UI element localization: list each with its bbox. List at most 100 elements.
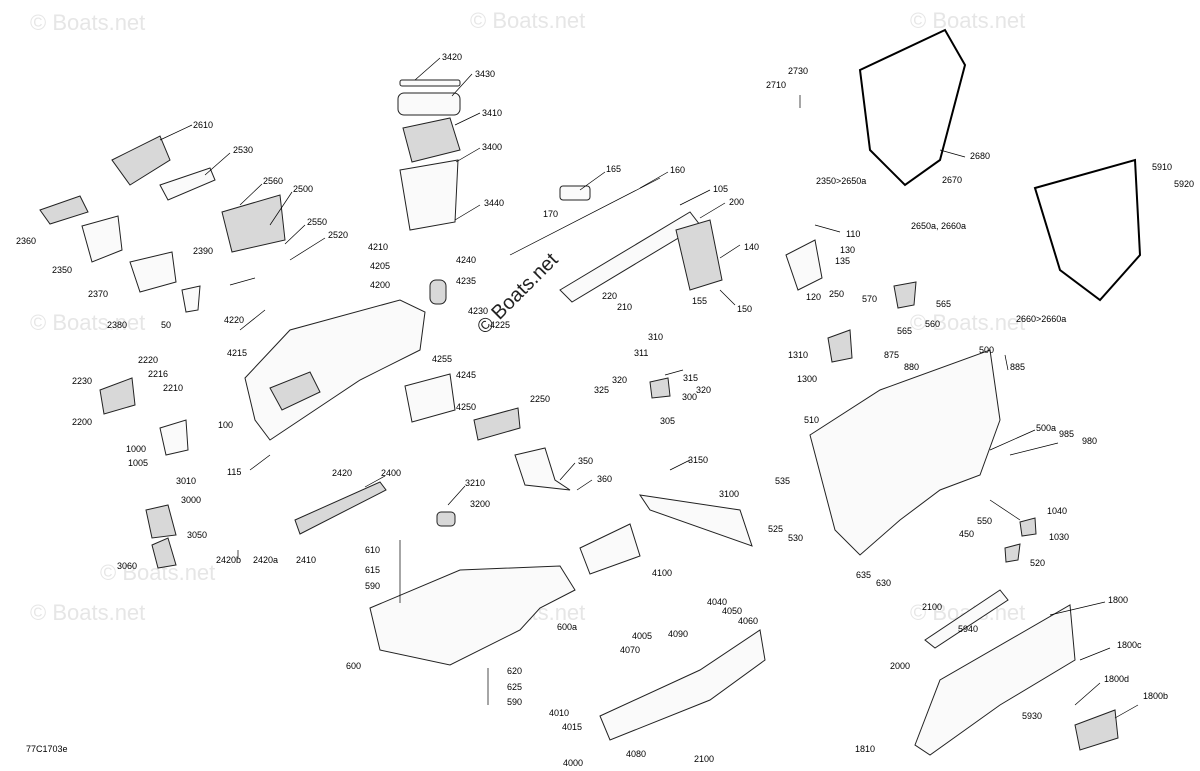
callout-label: 4245 — [456, 370, 476, 380]
callout-label: 3210 — [465, 478, 485, 488]
callout-label: 320 — [612, 375, 627, 385]
callout-label: 590 — [507, 697, 522, 707]
callout-label: 140 — [744, 242, 759, 252]
callout-label: 4215 — [227, 348, 247, 358]
part-1030 — [1019, 517, 1037, 537]
callout-label: 2420a — [253, 555, 278, 565]
callout-label: 100 — [218, 420, 233, 430]
part-1300 — [827, 329, 853, 363]
part-4000 — [599, 629, 766, 741]
part-2350 — [81, 215, 123, 263]
callout-label: 3060 — [117, 561, 137, 571]
part-4245 — [404, 373, 456, 423]
callout-label: 2650a, 2660a — [911, 221, 966, 231]
part-3200 — [436, 511, 456, 527]
callout-label: 2210 — [163, 383, 183, 393]
callout-label: 2380 — [107, 320, 127, 330]
callout-label: 4040 — [707, 597, 727, 607]
callout-label: 3000 — [181, 495, 201, 505]
part-1800 — [914, 604, 1076, 756]
callout-label: 3440 — [484, 198, 504, 208]
callout-label: 310 — [648, 332, 663, 342]
part-1800b — [1074, 709, 1119, 751]
callout-label: 165 — [606, 164, 621, 174]
callout-label: 3010 — [176, 476, 196, 486]
watermark-text: © Boats.net — [910, 8, 1025, 33]
callout-label: 2500 — [293, 184, 313, 194]
part-165 — [559, 185, 591, 201]
callout-label: 4060 — [738, 616, 758, 626]
callout-label: 4205 — [370, 261, 390, 271]
callout-label: 250 — [829, 289, 844, 299]
callout-label: 500a — [1036, 423, 1056, 433]
callout-label: 3050 — [187, 530, 207, 540]
part-1000 — [159, 419, 189, 456]
callout-label: 875 — [884, 350, 899, 360]
callout-label: 2370 — [88, 289, 108, 299]
callout-label: 4000 — [563, 758, 583, 768]
callout-label: 305 — [660, 416, 675, 426]
callout-label: 620 — [507, 666, 522, 676]
callout-label: 525 — [768, 524, 783, 534]
callout-label: 4250 — [456, 402, 476, 412]
callout-label: 1800c — [1117, 640, 1142, 650]
part-4100 — [579, 523, 641, 575]
part-2530 — [159, 167, 216, 201]
callout-label: 2660>2660a — [1016, 314, 1066, 324]
callout-label: 2710 — [766, 80, 786, 90]
part-600 — [369, 565, 576, 666]
callout-label: 5940 — [958, 624, 978, 634]
callout-label: 320 — [696, 385, 711, 395]
callout-label: 2410 — [296, 555, 316, 565]
callout-label: 4005 — [632, 631, 652, 641]
callout-label: 2350>2650a — [816, 176, 866, 186]
callout-label: 155 — [692, 296, 707, 306]
callout-label: 1310 — [788, 350, 808, 360]
callout-label: 4070 — [620, 645, 640, 655]
callout-label: 500 — [979, 345, 994, 355]
callout-label: 635 — [856, 570, 871, 580]
callout-label: 2250 — [530, 394, 550, 404]
callout-label: 565 — [936, 299, 951, 309]
part-2200 — [99, 377, 136, 415]
callout-label: 5930 — [1022, 711, 1042, 721]
callout-label: 3420 — [442, 52, 462, 62]
callout-label: 2670 — [942, 175, 962, 185]
callout-label: 1000 — [126, 444, 146, 454]
callout-label: 450 — [959, 529, 974, 539]
callout-label: 2360 — [16, 236, 36, 246]
callout-label: 600 — [346, 661, 361, 671]
callout-label: 2000 — [890, 661, 910, 671]
callout-label: 630 — [876, 578, 891, 588]
part-2370 — [129, 251, 177, 293]
part-3100 — [638, 494, 753, 547]
callout-label: 115 — [227, 467, 241, 477]
callout-label: 1800b — [1143, 691, 1168, 701]
part-2000 — [924, 589, 1009, 649]
watermark-text: © Boats.net — [470, 8, 585, 33]
callout-label: 510 — [804, 415, 819, 425]
part-4240 — [429, 279, 447, 305]
callout-label: 1040 — [1047, 506, 1067, 516]
callout-label: 50 — [161, 320, 171, 330]
callout-label: 1030 — [1049, 532, 1069, 542]
callout-label: 2520 — [328, 230, 348, 240]
callout-label: 530 — [788, 533, 803, 543]
callout-label: 120 — [806, 292, 821, 302]
callout-label: 2100 — [694, 754, 714, 764]
callout-label: 2390 — [193, 246, 213, 256]
callout-label: 885 — [1010, 362, 1025, 372]
part-120 — [785, 239, 823, 291]
callout-label: 4210 — [368, 242, 388, 252]
callout-label: 4225 — [490, 320, 510, 330]
part-2350-cage — [858, 28, 967, 187]
part-160 — [509, 177, 661, 256]
part-3050 — [151, 537, 177, 569]
part-2360 — [39, 195, 89, 225]
part-140 — [675, 219, 723, 291]
callout-label: 2100 — [922, 602, 942, 612]
callout-label: 4255 — [432, 354, 452, 364]
callout-label: 3100 — [719, 489, 739, 499]
callout-label: 4080 — [626, 749, 646, 759]
callout-labels: 3420 3430 3410 3400 3440 2610 2530 2560 … — [16, 52, 1194, 768]
